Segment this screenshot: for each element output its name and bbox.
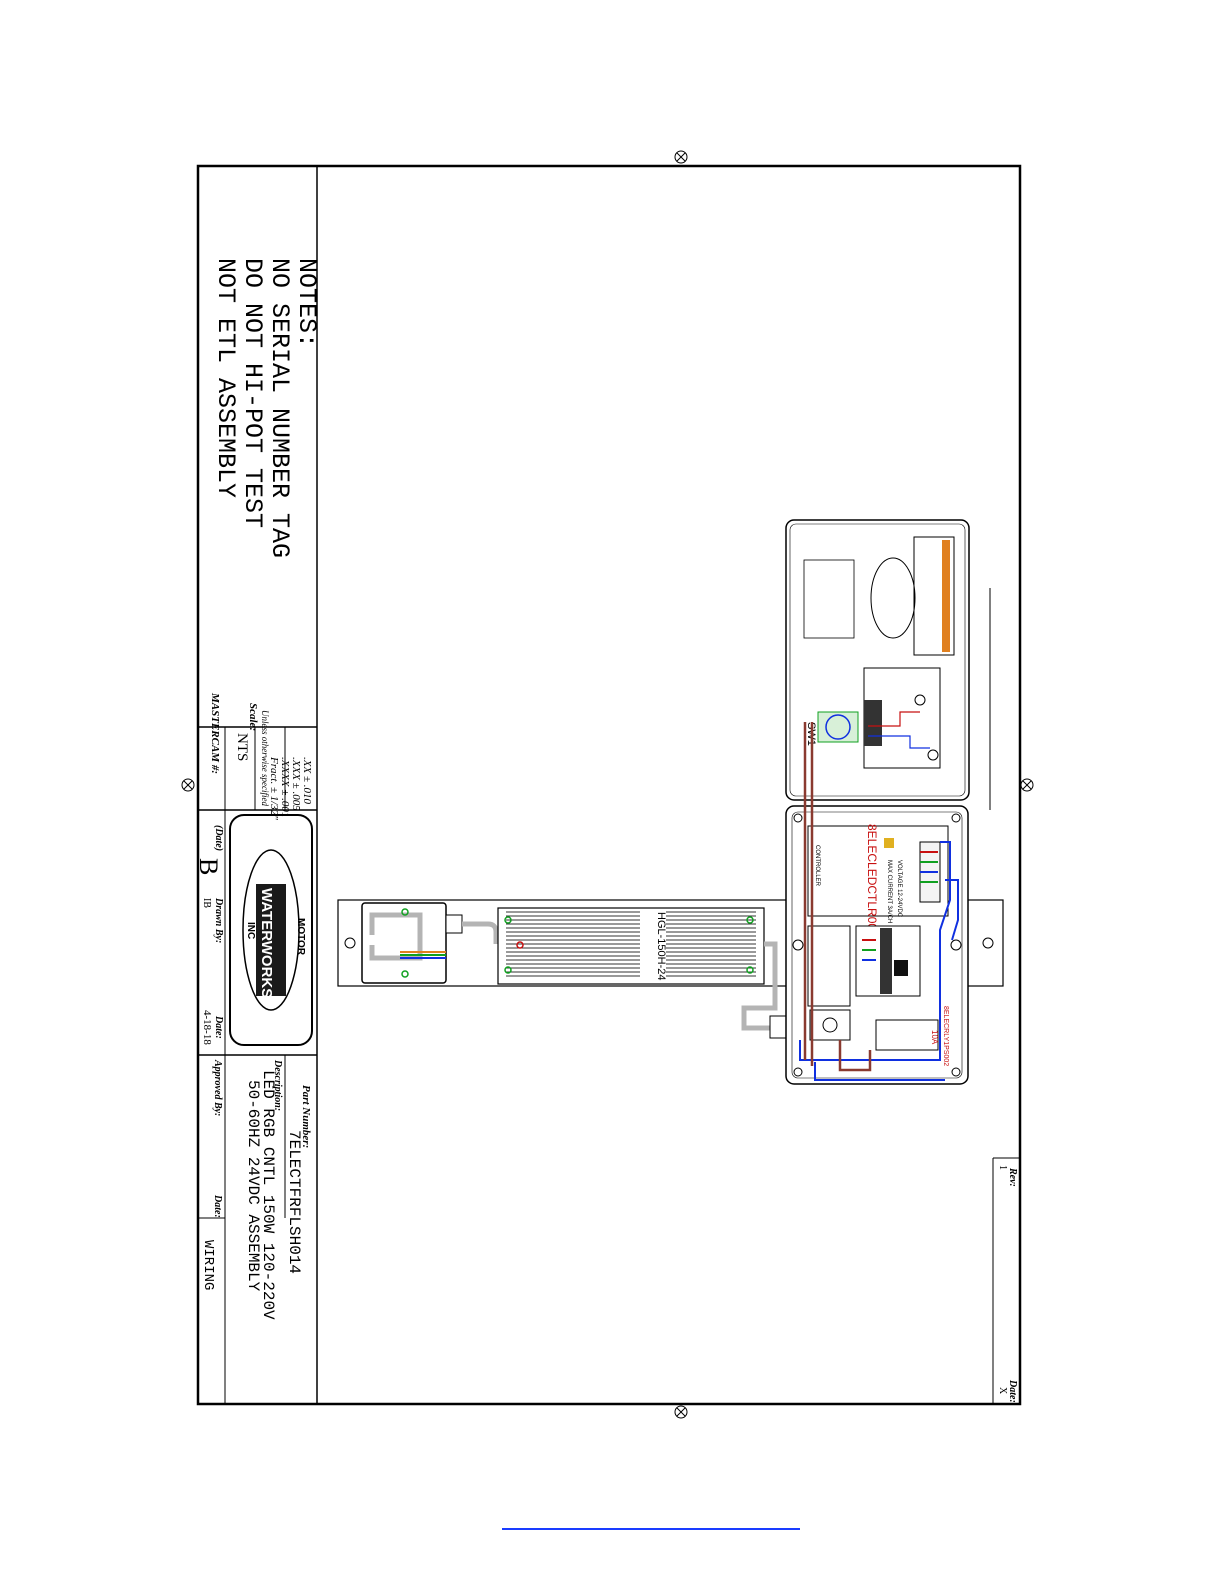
part-number: 7ELECTFRFLSH014 bbox=[285, 1130, 303, 1274]
svg-text:.XXX ± .005: .XXX ± .005 bbox=[290, 757, 302, 811]
rev-label: Rev: bbox=[1007, 1167, 1018, 1187]
drawn-date: 4-18-18 bbox=[201, 1010, 213, 1045]
relay-label: 8ELECRLY1PS002 bbox=[942, 1006, 949, 1066]
tolerance-note: Unless otherwise specified bbox=[260, 710, 270, 806]
registration-mark-top bbox=[674, 150, 688, 164]
controller-sublabel: CONTROLLER bbox=[814, 845, 820, 887]
power-supply-label: HGL-150H-24 bbox=[655, 912, 667, 980]
footer-link-underline[interactable] bbox=[502, 1528, 800, 1530]
description-line-1: LED RGB CNTL 150W 120-220V bbox=[259, 1070, 277, 1320]
rev-date-label: (Date) bbox=[213, 825, 224, 851]
svg-text:.XXXX ± .001: .XXXX ± .001 bbox=[279, 757, 291, 817]
current-label: MAX CURRENT 3A/CH bbox=[886, 860, 892, 923]
junction-cable bbox=[462, 921, 499, 944]
registration-mark-left bbox=[181, 778, 195, 792]
power-supply: HGL-150H-24 bbox=[497, 907, 765, 985]
part-number-label: Part Number: bbox=[300, 1085, 312, 1148]
rev-date-label-right: Date: bbox=[1007, 1379, 1018, 1403]
svg-text:WATERWORKS: WATERWORKS bbox=[258, 888, 275, 998]
controller-enclosure: 8ELECLEDCTLR006 CONTROLLER VOLTAGE 12-24… bbox=[785, 805, 969, 1085]
note-line-3: NOT ETL ASSEMBLY bbox=[211, 258, 240, 498]
approved-by-label: Approved By: bbox=[212, 1059, 223, 1116]
controller-label: 8ELECLEDCTLR006 bbox=[865, 824, 879, 937]
company-logo: WATERWORKS MOTOR INC bbox=[229, 814, 313, 1046]
note-line-2: DO NOT HI-POT TEST bbox=[238, 258, 267, 528]
registration-mark-right bbox=[1020, 778, 1034, 792]
note-line-1: NO SERIAL NUMBER TAG bbox=[265, 258, 294, 558]
drawn-date-label: Date: bbox=[213, 1015, 224, 1039]
approved-date-label: Date: bbox=[212, 1194, 223, 1218]
drawn-by-label: Drawn By: bbox=[213, 897, 224, 943]
description-line-2: 50-60HZ 24VDC ASSEMBLY bbox=[244, 1080, 262, 1292]
scale-label: Scale: bbox=[247, 703, 259, 731]
description-label: Description: bbox=[272, 1059, 283, 1111]
fuse-label: 10A bbox=[930, 1030, 939, 1045]
svg-text:MOTOR: MOTOR bbox=[295, 918, 306, 956]
cable-gland bbox=[769, 1015, 787, 1039]
notes-heading: NOTES: bbox=[292, 258, 321, 348]
notes-block: NOTES: NO SERIAL NUMBER TAG DO NOT HI-PO… bbox=[211, 258, 321, 558]
rev-letter: B bbox=[194, 858, 223, 875]
supply-cable bbox=[741, 941, 778, 1031]
scale-value: NTS bbox=[234, 733, 250, 761]
registration-mark-bottom bbox=[674, 1405, 688, 1419]
mastercam-label: MASTERCAM #: bbox=[209, 692, 221, 774]
enclosure-lid: SW1 bbox=[785, 519, 991, 810]
tolerance-block: .XX ± .010 .XXX ± .005 .XXXX ± .001 Frac… bbox=[268, 756, 313, 820]
junction-box bbox=[361, 902, 463, 984]
svg-text:INC: INC bbox=[245, 922, 256, 939]
voltage-label: VOLTAGE 12-24VDC bbox=[896, 860, 902, 918]
wiring bbox=[799, 711, 959, 1081]
svg-text:Fract. ± 1/32": Fract. ± 1/32" bbox=[268, 756, 280, 820]
sheet-title: WIRING bbox=[200, 1240, 216, 1290]
svg-text:.XX ± .010: .XX ± .010 bbox=[301, 757, 313, 804]
rev-value: 1 bbox=[997, 1165, 1008, 1170]
drawing-frame bbox=[196, 164, 1022, 1406]
drawn-by-value: IB bbox=[201, 898, 212, 908]
rev-date-value: X bbox=[997, 1387, 1008, 1395]
